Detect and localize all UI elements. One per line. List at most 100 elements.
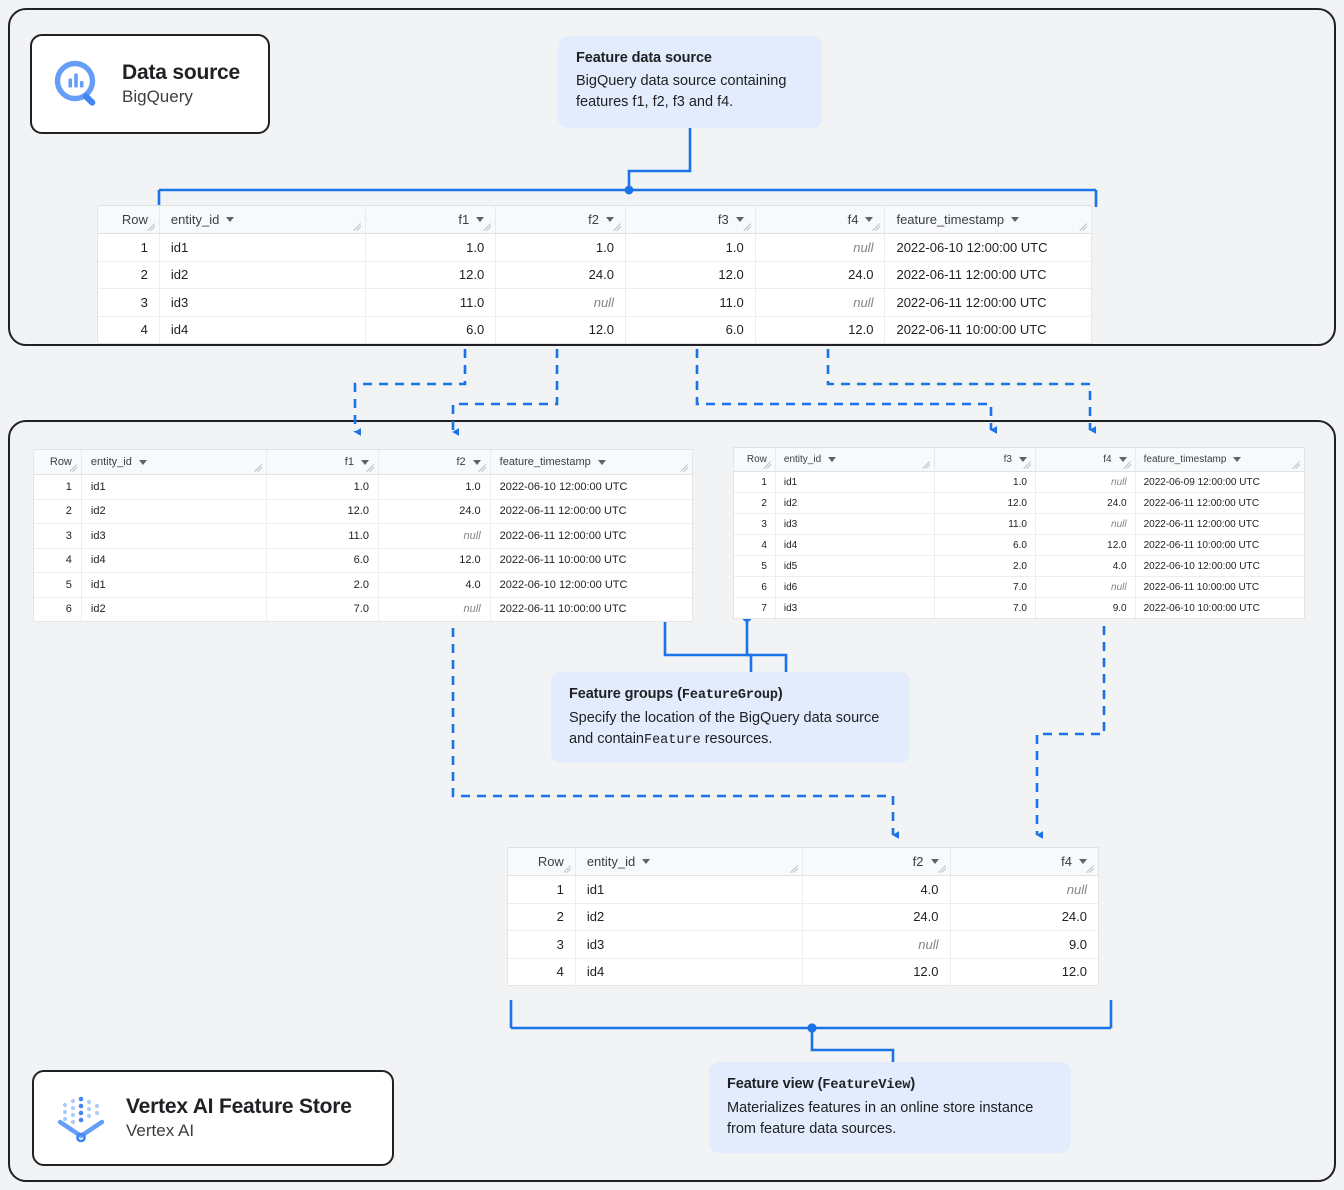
column-resize-handle-icon[interactable] (367, 464, 376, 473)
column-resize-handle-icon[interactable] (923, 461, 932, 470)
table-cell-f2: 24.0 (496, 261, 626, 288)
column-header-f3[interactable]: f3 (626, 206, 756, 233)
column-resize-handle-icon[interactable] (255, 464, 264, 473)
chevron-down-icon[interactable] (1018, 457, 1027, 462)
column-resize-handle-icon[interactable] (939, 865, 948, 874)
chevron-down-icon[interactable] (138, 459, 147, 465)
column-resize-handle-icon[interactable] (1024, 461, 1033, 470)
table-cell-entity_id: id1 (576, 876, 804, 903)
column-header-f2[interactable]: f2 (379, 450, 491, 474)
table-cell-row: 3 (508, 931, 576, 958)
chevron-down-icon[interactable] (472, 459, 481, 465)
chevron-down-icon[interactable] (597, 459, 606, 465)
column-header-row[interactable]: Row (734, 448, 776, 471)
column-header-label: f1 (344, 456, 354, 468)
column-resize-handle-icon[interactable] (1293, 461, 1302, 470)
chevron-down-icon[interactable] (1079, 859, 1088, 864)
column-resize-handle-icon[interactable] (354, 223, 363, 232)
chevron-down-icon[interactable] (605, 217, 614, 222)
chevron-down-icon[interactable] (360, 459, 369, 465)
chevron-down-icon[interactable] (1233, 457, 1242, 462)
null-value: null (593, 294, 614, 310)
column-resize-handle-icon[interactable] (764, 461, 773, 470)
column-resize-handle-icon[interactable] (564, 865, 573, 874)
column-resize-handle-icon[interactable] (744, 223, 753, 232)
chevron-down-icon[interactable] (476, 217, 485, 222)
column-resize-handle-icon[interactable] (484, 223, 493, 232)
column-resize-handle-icon[interactable] (873, 223, 882, 232)
column-header-row[interactable]: Row (98, 206, 160, 233)
column-resize-handle-icon[interactable] (479, 464, 488, 473)
column-resize-handle-icon[interactable] (791, 865, 800, 874)
column-header-f3[interactable]: f3 (935, 448, 1036, 471)
chevron-down-icon[interactable] (226, 217, 235, 222)
chevron-down-icon[interactable] (1118, 457, 1127, 462)
callout-body: Materializes features in an online store… (727, 1100, 1034, 1137)
column-header-feature_timestamp[interactable]: feature_timestamp (491, 450, 692, 474)
table-cell-f4: 9.0 (1068, 936, 1088, 952)
table-cell-feature_timestamp: 2022-06-10 12:00:00 UTC (896, 239, 1048, 255)
column-header-row[interactable]: Row (508, 848, 576, 875)
column-header-f2[interactable]: f2 (496, 206, 626, 233)
chevron-down-icon[interactable] (1011, 217, 1020, 222)
column-header-f1[interactable]: f1 (267, 450, 379, 474)
column-header-f2[interactable]: f2 (803, 848, 951, 875)
column-resize-handle-icon[interactable] (1080, 223, 1089, 232)
column-header-feature_timestamp[interactable]: feature_timestamp (885, 206, 1091, 233)
product-card-vertex-text: Vertex AI Feature Store Vertex AI (126, 1095, 352, 1142)
column-resize-handle-icon[interactable] (148, 223, 157, 232)
column-resize-handle-icon[interactable] (1087, 865, 1096, 874)
column-header-f4[interactable]: f4 (1036, 448, 1136, 471)
column-header-f4[interactable]: f4 (756, 206, 886, 233)
vertex-ai-feature-store-icon (52, 1089, 110, 1147)
table-cell-f2: 1.0 (379, 475, 491, 499)
chevron-down-icon[interactable] (735, 217, 744, 222)
chevron-down-icon[interactable] (865, 217, 874, 222)
column-header-entity_id[interactable]: entity_id (160, 206, 367, 233)
column-header-entity_id[interactable]: entity_id (576, 848, 804, 875)
table-cell-row: 3 (734, 514, 776, 534)
column-header-f4[interactable]: f4 (951, 848, 1099, 875)
column-header-entity_id[interactable]: entity_id (776, 448, 936, 471)
chevron-down-icon[interactable] (930, 859, 939, 864)
callout-title-text: Feature groups ( (569, 686, 682, 702)
column-resize-handle-icon[interactable] (681, 464, 690, 473)
column-resize-handle-icon[interactable] (614, 223, 623, 232)
product-card-bigquery-text: Data source BigQuery (122, 61, 240, 108)
column-header-entity_id[interactable]: entity_id (82, 450, 268, 474)
callout-body: Specify the location of the BigQuery dat… (569, 708, 892, 750)
table-cell-feature_timestamp: 2022-06-11 12:00:00 UTC (896, 294, 1047, 310)
chevron-down-icon[interactable] (642, 859, 651, 864)
column-resize-handle-icon[interactable] (70, 464, 79, 473)
column-header-f1[interactable]: f1 (366, 206, 497, 233)
chevron-down-icon[interactable] (828, 457, 837, 462)
column-resize-handle-icon[interactable] (1124, 461, 1133, 470)
column-header-row[interactable]: Row (34, 450, 82, 474)
column-header-feature_timestamp[interactable]: feature_timestamp (1136, 448, 1304, 471)
